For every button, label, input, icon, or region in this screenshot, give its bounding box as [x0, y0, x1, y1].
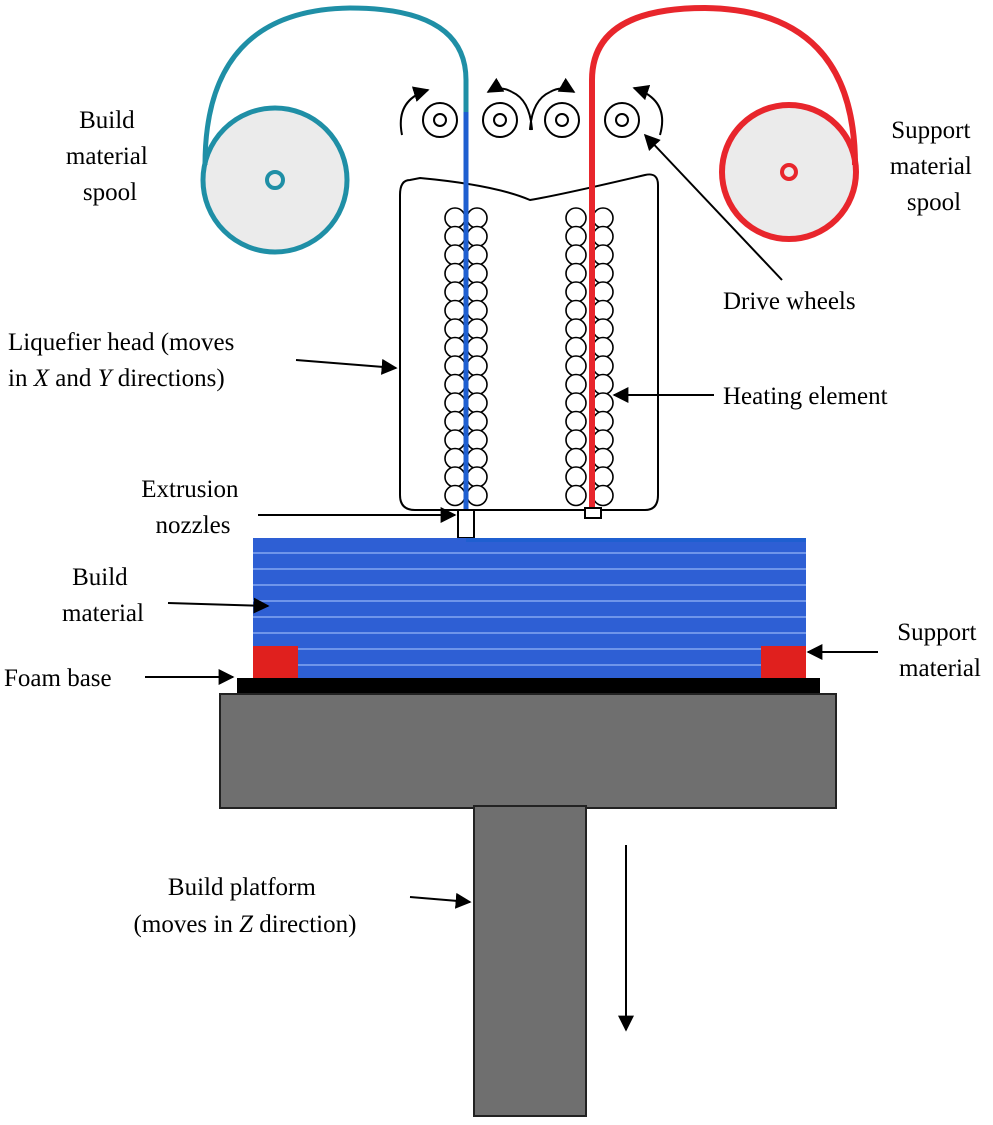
build-material-layers	[253, 538, 806, 679]
coil-loop	[444, 392, 466, 414]
coil-loop	[592, 336, 614, 359]
coil-loop	[466, 392, 488, 414]
foam-base-label: Foam base	[4, 665, 112, 692]
coil-loop	[444, 336, 466, 359]
coil-loop	[565, 429, 587, 451]
coil-loop	[565, 244, 587, 266]
coil-loop	[466, 281, 488, 303]
coil-loop	[565, 447, 587, 470]
extrusion-nozzles-label: Extrusion nozzles	[141, 476, 244, 539]
coil-loop	[444, 410, 466, 433]
build-spool	[200, 5, 469, 255]
coil-loop	[592, 392, 614, 414]
coil-loop	[466, 336, 488, 359]
coil-loop	[592, 244, 614, 266]
heating-element-label: Heating element	[723, 383, 888, 410]
coil-loop	[592, 466, 614, 488]
coil-loop	[592, 262, 614, 285]
rotation-arrows	[399, 77, 664, 136]
coil-loop	[466, 225, 488, 248]
coil-loop	[565, 318, 587, 340]
coil-loop	[466, 484, 488, 507]
liquefier-head-label: Liquefier head (moves in X and Y directi…	[8, 329, 241, 392]
support-block-right	[761, 646, 806, 678]
coil-loop	[592, 281, 614, 303]
coil-loop	[592, 429, 614, 451]
coil-loop	[444, 373, 466, 396]
build-material-label: Build material	[62, 564, 144, 627]
coil-loop	[444, 355, 466, 377]
coil-loop	[466, 447, 488, 470]
build-material-arrow	[167, 597, 270, 614]
coil-loop	[444, 318, 466, 340]
coil-loop	[444, 225, 466, 248]
coil-loop	[444, 466, 466, 488]
drive-wheels-arrow	[643, 133, 783, 281]
coil-loop	[565, 281, 587, 303]
coil-loop	[466, 207, 488, 229]
coil-loop	[565, 262, 587, 285]
coil-loop	[444, 281, 466, 303]
coil-loop	[592, 447, 614, 470]
coil-loop	[444, 429, 466, 451]
drive-wheels	[422, 102, 640, 138]
coil-loop	[565, 355, 587, 377]
liquefier-head	[399, 173, 659, 511]
drive-wheels-label: Drive wheels	[723, 288, 856, 315]
coil-loop	[565, 299, 587, 322]
coil-loop	[444, 262, 466, 285]
coil-loop	[592, 207, 614, 229]
foam-base	[237, 678, 820, 694]
coil-loop	[466, 429, 488, 451]
coil-loop	[466, 410, 488, 433]
coil-loop	[592, 225, 614, 248]
coil-loop	[565, 410, 587, 433]
support-block-left	[253, 646, 298, 678]
coil-loop	[565, 225, 587, 248]
coil-loop	[466, 318, 488, 340]
coil-loop	[592, 299, 614, 322]
extrusion-nozzles	[457, 507, 602, 539]
coil-loop	[565, 373, 587, 396]
coil-loop	[466, 299, 488, 322]
support-material-label: Support material	[897, 619, 982, 682]
coil-loop	[444, 244, 466, 266]
build-platform	[219, 693, 837, 1117]
coil-loop	[565, 466, 587, 488]
coil-loop	[565, 392, 587, 414]
callout-arrows	[145, 133, 878, 909]
coil-loop	[444, 299, 466, 322]
build-spool-label: Build material spool	[66, 107, 154, 206]
build-platform-label: Build platform (moves in Z direction)	[134, 874, 357, 938]
coil-loop	[444, 484, 466, 507]
coil-loop	[466, 244, 488, 266]
coil-loop	[565, 336, 587, 359]
coil-loop	[444, 207, 466, 229]
coil-loop	[592, 318, 614, 340]
coil-loop	[466, 373, 488, 396]
coil-loop	[466, 466, 488, 488]
coil-loop	[592, 410, 614, 433]
coil-loop	[466, 355, 488, 377]
coil-loop	[592, 373, 614, 396]
heating-element-coils	[444, 207, 614, 507]
coil-loop	[592, 355, 614, 377]
coil-loop	[466, 262, 488, 285]
support-spool	[589, 4, 859, 242]
liquefier-head-arrow	[295, 358, 398, 375]
coil-loop	[565, 207, 587, 229]
coil-loop	[444, 447, 466, 470]
build-platform-arrow	[409, 892, 472, 909]
support-spool-label: Support material spool	[890, 117, 978, 216]
coil-loop	[592, 484, 614, 507]
coil-loop	[565, 484, 587, 507]
